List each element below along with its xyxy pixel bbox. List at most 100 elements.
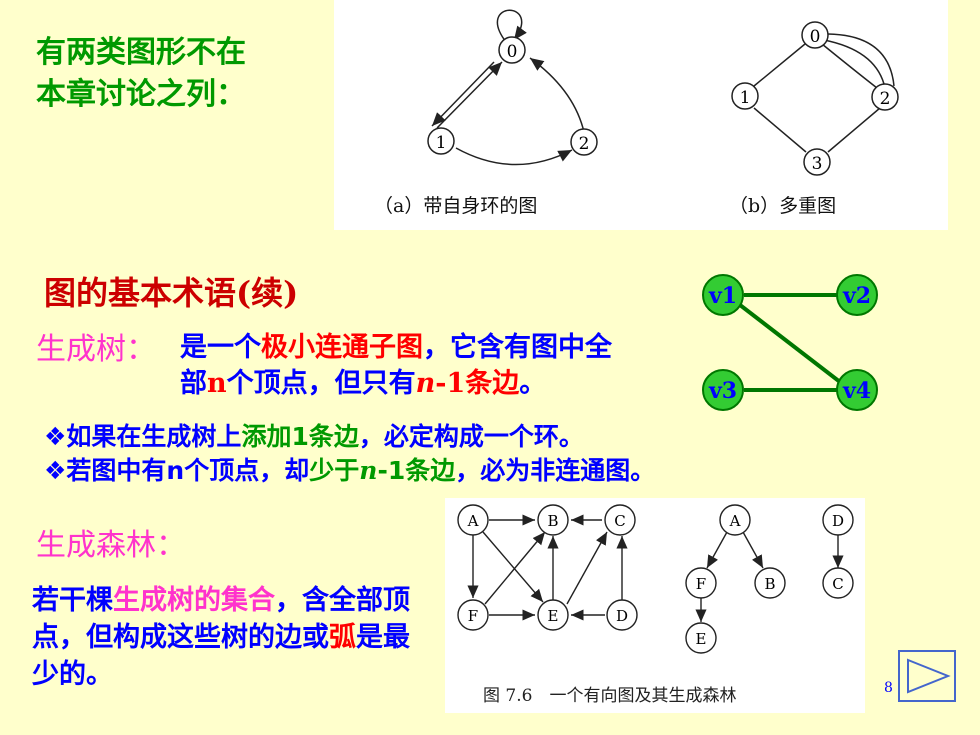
node-b-1: [731, 82, 759, 110]
node-a-0: [498, 36, 526, 64]
page-number: 8: [884, 680, 893, 696]
st-def-part-3: ，它含有图中全: [423, 332, 612, 363]
bullet-mark: ❖: [44, 456, 67, 485]
node-a-1-label: 1: [436, 133, 447, 153]
st-def-n: n: [207, 368, 227, 399]
forest-node-C: C: [832, 575, 843, 593]
st-def-period: 。: [519, 368, 547, 399]
tree-node-v3-label: v3: [708, 378, 737, 404]
bullet-2-part-5: ，必为非连通图。: [455, 456, 656, 485]
node-b-0: [801, 21, 829, 49]
caption-b: （b）多重图: [729, 195, 836, 217]
bullet-2-n: n: [359, 456, 378, 485]
spanning-forest-svg: A B C F E D A F B C E: [457, 504, 854, 654]
edge-b-0-1: [753, 43, 806, 87]
st-def-n-italic: n: [415, 368, 436, 399]
section-title: 图的基本术语(续): [44, 274, 299, 312]
bullet-item-fewer-edges: ❖若图中有n个顶点，却少于n-1条边，必为非连通图。: [44, 454, 655, 488]
node-b-2: [871, 83, 899, 111]
tree-node-v1: [702, 274, 744, 316]
sf-def-highlight-arc: 弧: [329, 622, 356, 653]
dg-nodes: A B C F E D: [457, 504, 638, 631]
next-slide-button[interactable]: [898, 650, 956, 702]
spanning-tree-label: 生成树：: [36, 332, 156, 367]
tree-node-v2: [836, 274, 878, 316]
dg-edge-F-B: [484, 531, 546, 605]
bullet-2-part-1: 若图中有n个顶点，却: [66, 456, 310, 485]
dg-node-E: E: [548, 607, 559, 625]
bullet-1-part-1: 如果在生成树上: [66, 422, 242, 451]
edge-1-2: [455, 147, 573, 166]
node-b-3: [803, 148, 831, 176]
node-b-1-label: 1: [740, 88, 751, 108]
forest-node-D: D: [832, 512, 844, 530]
excluded-graphs-svg: 0 1 2 （a）带自身环的图 0 1 2 3 （b）多重图: [374, 9, 899, 217]
intro-text: 有两类图形不在 本章讨论之列：: [36, 32, 326, 116]
dg-edge-E-C: [566, 531, 608, 605]
bullet-2-edges: -1条边: [377, 456, 456, 485]
st-def-minus-one: -1: [435, 368, 466, 399]
sf-def-part-3: ，含全部顶点，但构成这些树的边或: [32, 585, 410, 653]
spanning-tree-definition: 是一个极小连通子图，它含有图中全 部n个顶点，但只有n-1条边。: [180, 330, 710, 402]
node-a-2-label: 2: [579, 134, 590, 154]
bullet-mark: ❖: [44, 422, 67, 451]
node-b-0-label: 0: [810, 27, 821, 47]
bullet-list: ❖如果在生成树上添加1条边，必定构成一个环。 ❖若图中有n个顶点，却少于n-1条…: [44, 420, 655, 488]
node-b-2-label: 2: [880, 89, 891, 109]
dg-node-C: C: [614, 512, 625, 530]
dg-node-D: D: [616, 607, 628, 625]
tree-edge-v1-v4: [738, 303, 842, 384]
bullet-item-add-edge: ❖如果在生成树上添加1条边，必定构成一个环。: [44, 420, 655, 454]
edge-b-0-2-c: [827, 33, 895, 87]
edge-0-1: [431, 61, 495, 127]
self-loop-edge: [496, 9, 527, 43]
intro-line-2: 本章讨论之列：: [36, 77, 246, 112]
tree-node-v1-label: v1: [708, 283, 737, 309]
forest-node-B: B: [764, 575, 775, 593]
edge-b-1-3: [753, 107, 807, 153]
edge-2-0: [529, 57, 585, 133]
spanning-forest-label: 生成森林：: [36, 528, 186, 563]
edge-b-0-2-b: [821, 43, 878, 89]
forest-figure-caption: 图 7.6 一个有向图及其生成森林: [483, 686, 737, 706]
spanning-tree-graph: v1 v2 v3 v4: [702, 274, 878, 411]
sf-def-part-5: 是最少的。: [32, 622, 410, 690]
bullet-1-highlight: 添加1条边: [241, 422, 359, 451]
node-b-3-label: 3: [812, 154, 823, 174]
dg-node-B: B: [547, 512, 558, 530]
dg-node-F: F: [468, 607, 478, 625]
tree-node-v3: [702, 369, 744, 411]
tree-node-v4: [836, 369, 878, 411]
node-a-0-label: 0: [507, 42, 518, 62]
bullet-2-highlight: 少于: [309, 456, 360, 485]
st-def-part-4: 部: [180, 368, 207, 399]
tree-node-v2-label: v2: [842, 283, 871, 309]
figure-excluded-graphs: 0 1 2 （a）带自身环的图 0 1 2 3 （b）多重图: [334, 0, 948, 230]
sf-def-highlight-set: 生成树的集合: [113, 585, 275, 616]
forest-nodes: A F B C E D: [685, 504, 854, 654]
node-a-2: [570, 128, 598, 156]
forest-node-E: E: [696, 630, 707, 648]
sf-def-part-1: 若干棵: [32, 585, 113, 616]
node-a-1: [427, 127, 455, 155]
bullet-1-part-3: ，必定构成一个环。: [358, 422, 584, 451]
edge-b-0-2-a: [823, 39, 885, 85]
edge-b-2-3: [827, 107, 881, 153]
st-def-edges: 条边: [465, 368, 520, 399]
forest-edge-A-B: [742, 531, 764, 569]
intro-line-1: 有两类图形不在: [36, 35, 246, 70]
st-def-highlight-minimal: 极小连通子图: [261, 332, 423, 363]
forest-edge-A-F: [706, 531, 728, 569]
play-triangle-icon: [907, 658, 951, 694]
figure-spanning-forest: A B C F E D A F B C E: [445, 498, 865, 713]
forest-node-A: A: [729, 512, 741, 530]
st-def-part-6: 个顶点，但只有: [226, 368, 416, 399]
forest-node-F: F: [696, 575, 706, 593]
dg-edge-A-E: [482, 531, 544, 603]
caption-a: （a）带自身环的图: [374, 195, 537, 217]
tree-node-v4-label: v4: [842, 378, 871, 404]
edge-1-0: [436, 61, 503, 129]
st-def-part-1: 是一个: [180, 332, 261, 363]
dg-node-A: A: [467, 512, 479, 530]
spanning-forest-definition: 若干棵生成树的集合，含全部顶点，但构成这些树的边或弧是最少的。: [32, 582, 412, 693]
